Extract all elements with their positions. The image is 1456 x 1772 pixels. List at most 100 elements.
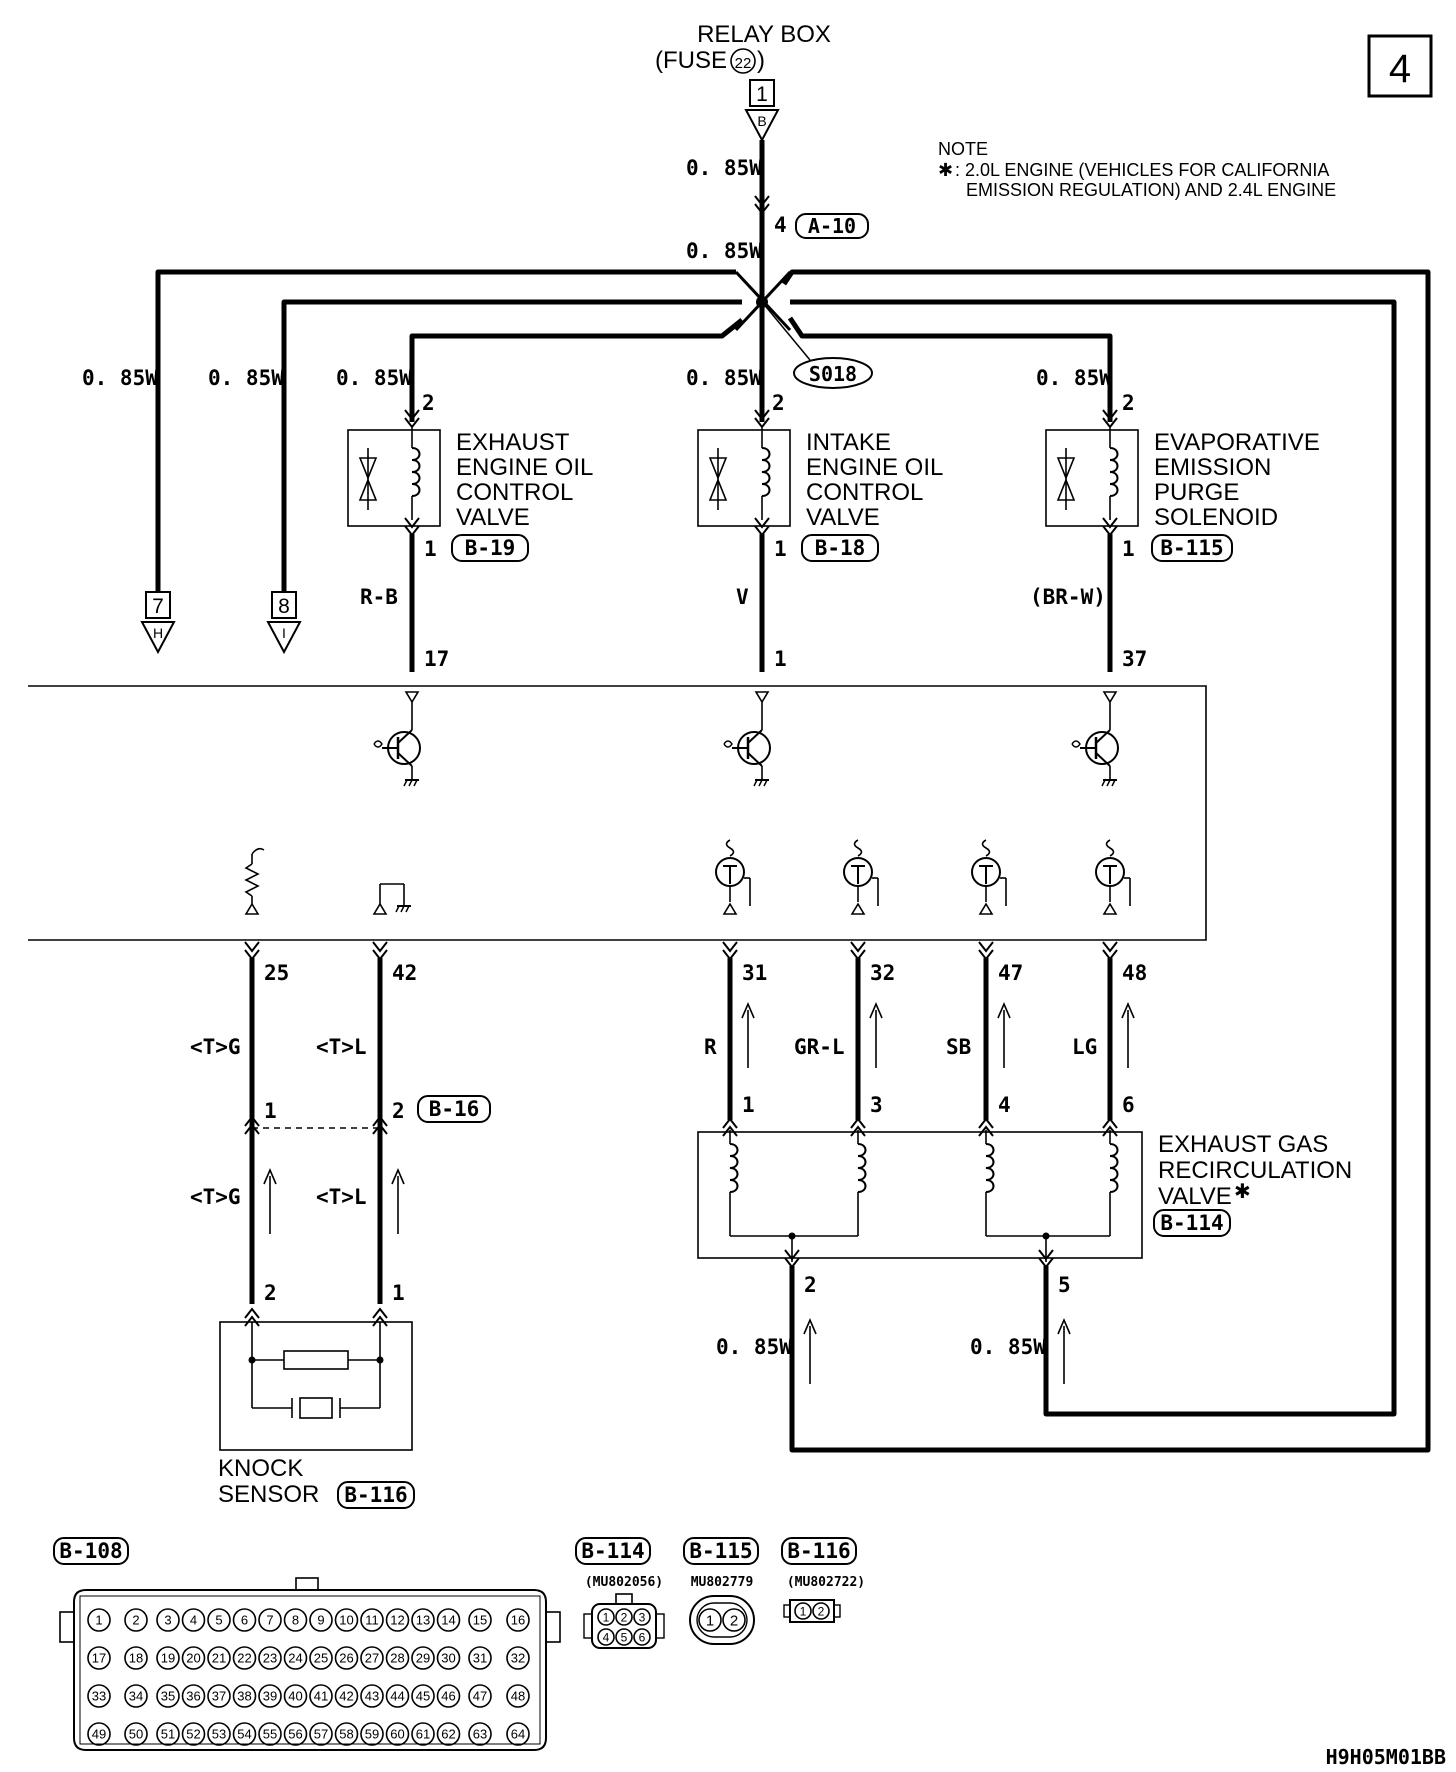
connector-pin-number: 20 <box>186 1651 200 1666</box>
connector-pin-number: 60 <box>390 1727 404 1742</box>
connector-pin-number: 4 <box>603 1630 610 1644</box>
connector-pin-number: 8 <box>292 1613 299 1628</box>
intake-ocv-wire-color: V <box>736 585 749 609</box>
connector-pin-icon <box>411 1722 435 1746</box>
egr-pin-6: 6 <box>1122 1093 1135 1117</box>
connector-pin-number: 35 <box>161 1689 175 1704</box>
connector-pin-icon <box>181 1684 206 1708</box>
connector-pin-number: 14 <box>441 1613 455 1628</box>
page-number-box: 4 <box>1367 34 1433 98</box>
connector-pin-number: 61 <box>416 1727 430 1742</box>
connector-pin-number: 50 <box>129 1727 143 1742</box>
connector-pin-number: 26 <box>339 1651 353 1666</box>
connector-pin-number: 57 <box>314 1727 328 1742</box>
egr-star: ✱ <box>1234 1181 1251 1203</box>
wire-size-exhaust-ocv: 0. 85W <box>336 366 412 390</box>
connector-pin-icon <box>87 1722 111 1746</box>
intake-ocv-line-2: ENGINE OIL <box>806 454 943 481</box>
connector-pin-icon <box>258 1608 282 1632</box>
connector-pin-number: 3 <box>639 1610 646 1624</box>
connector-pin-icon <box>615 1608 633 1626</box>
connector-pin-icon <box>87 1684 111 1708</box>
b114-label-box <box>1153 1209 1231 1237</box>
connector-pin-number: 43 <box>365 1689 379 1704</box>
connector-pin-number: 1 <box>95 1613 102 1628</box>
fuse-suffix: ) <box>757 47 765 74</box>
connector-pin-icon <box>156 1722 180 1746</box>
ecu-pin-47: 47 <box>998 961 1023 985</box>
connector-pin-number: 1 <box>603 1610 610 1624</box>
connector-pin-icon <box>812 1602 830 1620</box>
connector-pin-icon <box>385 1722 410 1746</box>
note-line-2: EMISSION REGULATION) AND 2.4L ENGINE <box>966 180 1336 200</box>
splice-s018-icon <box>793 357 873 389</box>
connector-pin-icon <box>309 1684 333 1708</box>
connector-pin-icon <box>385 1608 410 1632</box>
connector-pin-icon <box>411 1646 435 1670</box>
connector-pin-icon <box>597 1608 615 1626</box>
connector-pin-icon <box>506 1608 530 1632</box>
knock-wire-g2: <T>G <box>190 1185 241 1209</box>
b114-part: (MU802056) <box>585 1575 663 1590</box>
intake-ocv-component <box>697 409 791 704</box>
connector-pin-number: 31 <box>473 1651 487 1666</box>
egr-valve-icon <box>697 1130 1143 1384</box>
source-connector-icon <box>744 109 780 143</box>
exhaust-ocv-wire-color: R-B <box>360 585 398 609</box>
connector-pin-icon <box>506 1646 530 1670</box>
ecu-egr-drivers <box>715 839 1131 915</box>
b114-face-label: B-114 <box>581 1539 644 1563</box>
connector-pin-icon <box>360 1722 384 1746</box>
knock-wire-l: <T>L <box>316 1035 367 1059</box>
connector-pin-icon <box>309 1608 333 1632</box>
connector-pin-number: 18 <box>129 1651 143 1666</box>
connector-pin-number: 32 <box>511 1651 525 1666</box>
connector-pin-number: 27 <box>365 1651 379 1666</box>
connector-pin-icon <box>156 1646 180 1670</box>
connector-pin-icon <box>283 1684 308 1708</box>
connector-pin-icon <box>309 1646 333 1670</box>
offpage-h-number: 7 <box>152 595 164 618</box>
connector-pin-number: 40 <box>288 1689 302 1704</box>
note-line-1: : 2.0L ENGINE (VEHICLES FOR CALIFORNIA <box>955 160 1329 180</box>
connector-pin-icon <box>181 1646 206 1670</box>
intake-ocv-line-1: INTAKE <box>806 429 891 456</box>
note: NOTE ✱ : 2.0L ENGINE (VEHICLES FOR CALIF… <box>938 139 1336 200</box>
connector-pin-number: 45 <box>416 1689 430 1704</box>
connector-pin-icon <box>207 1722 231 1746</box>
connector-pin-icon <box>258 1646 282 1670</box>
connector-pin-icon <box>334 1608 359 1632</box>
knock-wire-g: <T>G <box>190 1035 241 1059</box>
connector-pin-number: 58 <box>339 1727 353 1742</box>
connector-pin-icon <box>283 1646 308 1670</box>
offpage-connector-i: 8 I <box>266 591 302 655</box>
egr-wiring <box>722 941 1135 1137</box>
page-number: 4 <box>1389 47 1411 91</box>
b18-connector-box <box>801 534 879 562</box>
connector-pin-number: 51 <box>161 1727 175 1742</box>
intake-ocv-line-3: CONTROL <box>806 479 923 506</box>
connector-pin-number: 30 <box>441 1651 455 1666</box>
intake-ocv-pin-bottom: 1 <box>774 537 787 561</box>
a10-pin: 4 <box>774 213 787 237</box>
evap-solenoid-component <box>1045 409 1139 704</box>
exhaust-ocv-line-1: EXHAUST <box>456 429 570 456</box>
egr-wire-size-5: 0. 85W <box>970 1335 1046 1359</box>
splice-distribution <box>155 269 1431 1453</box>
connector-pin-number: 46 <box>441 1689 455 1704</box>
wire-size-evap: 0. 85W <box>1036 366 1112 390</box>
egr-wire-size-2: 0. 85W <box>716 1335 792 1359</box>
connector-pin-icon <box>258 1684 282 1708</box>
connector-pin-icon <box>436 1722 461 1746</box>
connector-pin-number: 37 <box>212 1689 226 1704</box>
b108-label: B-108 <box>59 1539 122 1563</box>
intake-ocv-line-4: VALVE <box>806 504 880 531</box>
connector-pin-icon <box>468 1684 492 1708</box>
fuse-prefix: (FUSE <box>655 47 727 74</box>
connector-pin-icon <box>506 1684 530 1708</box>
